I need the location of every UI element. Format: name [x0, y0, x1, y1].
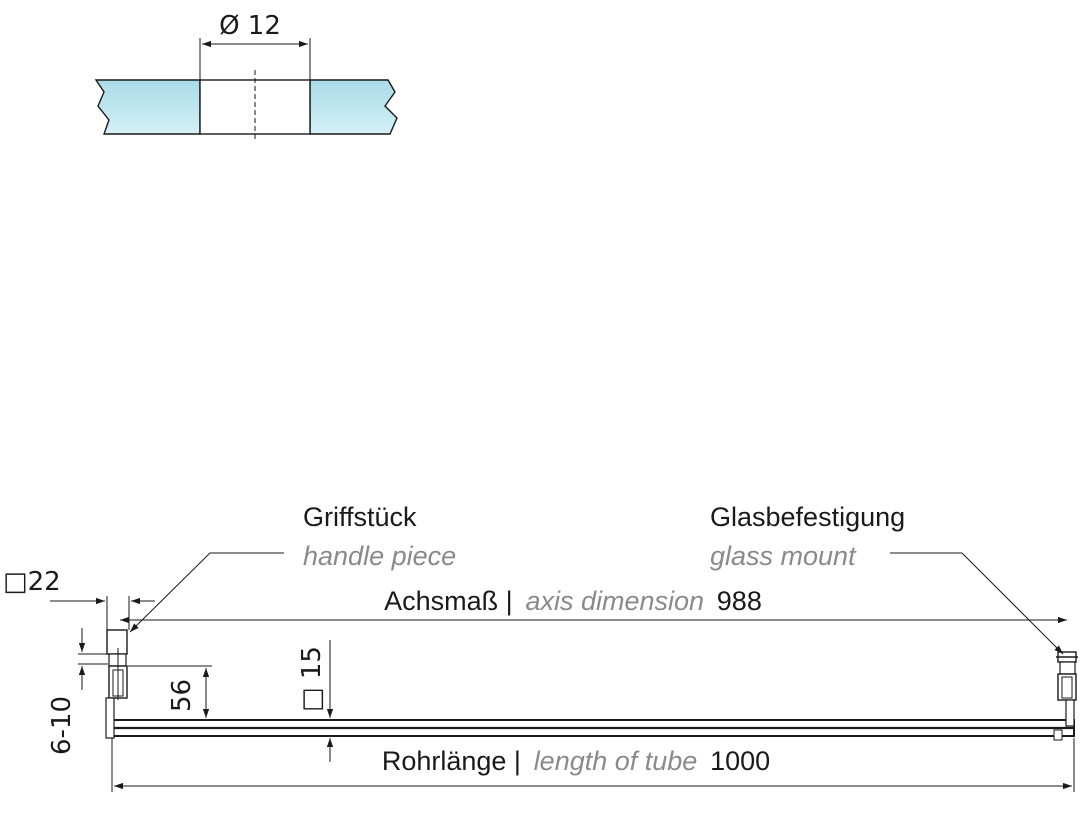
glass-hole-detail: Ø 12 — [94, 11, 398, 140]
glass-thickness-label: 6-10 — [47, 696, 77, 755]
handle-piece-label-de: Griffstück — [303, 502, 417, 532]
towel-bar-assembly: □22 6-10 56 □ 15 Achsmaß | axis dimensio… — [3, 502, 1078, 792]
height-56-label: 56 — [167, 679, 197, 712]
square-15-label: □ 15 — [297, 646, 327, 712]
handle-piece-label-en: handle piece — [303, 541, 456, 571]
glass-mount-label-en: glass mount — [710, 541, 857, 571]
left-mount — [105, 629, 128, 739]
right-mount — [1056, 651, 1078, 727]
glass-section-right — [309, 79, 398, 135]
glass-section-left — [94, 79, 201, 135]
axis-dimension-label: Achsmaß | axis dimension 988 — [384, 586, 762, 616]
glass-mount-label-de: Glasbefestigung — [710, 502, 905, 532]
square-22-label: □22 — [3, 567, 61, 597]
tube-length-label: Rohrlänge | length of tube 1000 — [382, 746, 770, 776]
hole-diameter-label: Ø 12 — [219, 11, 281, 41]
